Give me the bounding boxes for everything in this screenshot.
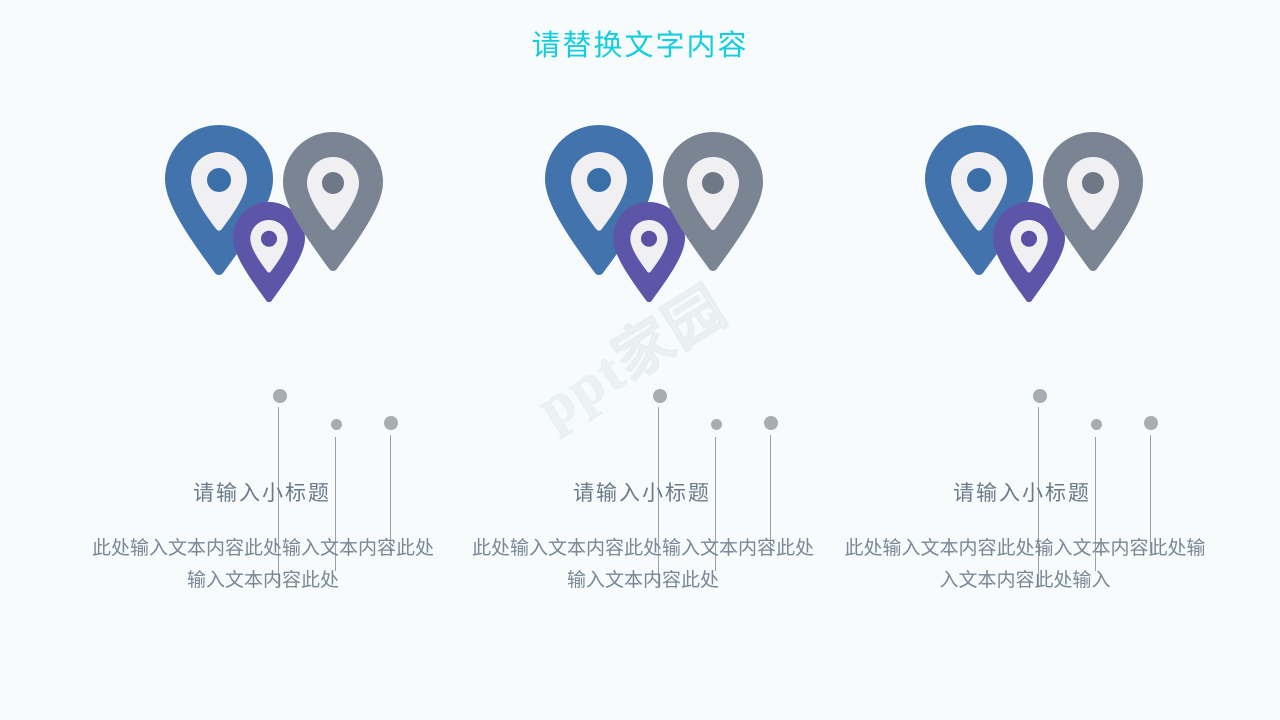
balloon-cluster (830, 125, 1214, 587)
balloon-string-purple (335, 437, 336, 571)
balloon-knot-blue (653, 389, 667, 403)
content-column: 请输入小标题 此处输入文本内容此处输入文本内容此处输入文本内容此处 (70, 0, 454, 720)
column-body: 此处输入文本内容此处输入文本内容此处输入文本内容此处 (471, 537, 814, 591)
balloon-string-gray (1150, 435, 1151, 553)
page-title: 请替换文字内容 (531, 28, 749, 62)
balloon-string-purple (715, 437, 716, 571)
balloon-string-blue (1038, 407, 1039, 587)
balloon-knot-blue (273, 389, 287, 403)
balloon-knot-gray (764, 416, 778, 430)
balloon-string-blue (658, 407, 659, 587)
balloon-knot-gray (384, 416, 398, 430)
content-column: 请输入小标题 此处输入文本内容此处输入文本内容此处输入文本内容此处输入 (830, 0, 1214, 720)
balloon-string-gray (770, 435, 771, 553)
balloon-gray[interactable] (663, 132, 763, 272)
balloon-cluster (70, 125, 454, 587)
column-subtitle: 请输入小标题 (193, 481, 331, 505)
balloon-string-blue (278, 407, 279, 587)
balloon-string-gray (390, 435, 391, 553)
column-subtitle: 请输入小标题 (573, 481, 711, 505)
column-subtitle: 请输入小标题 (953, 481, 1091, 505)
balloon-string-purple (1095, 437, 1096, 571)
balloon-purple[interactable] (613, 202, 685, 303)
balloon-gray[interactable] (283, 132, 383, 272)
column-body: 此处输入文本内容此处输入文本内容此处输入文本内容此处输入 (844, 537, 1206, 591)
balloon-gray[interactable] (1043, 132, 1143, 272)
balloon-knot-purple (1091, 419, 1102, 430)
balloon-knot-gray (1144, 416, 1158, 430)
balloon-knot-blue (1033, 389, 1047, 403)
balloon-knot-purple (711, 419, 722, 430)
balloon-purple[interactable] (233, 202, 305, 303)
column-body: 此处输入文本内容此处输入文本内容此处输入文本内容此处 (91, 537, 434, 591)
balloon-purple[interactable] (993, 202, 1065, 303)
content-column: 请输入小标题 此处输入文本内容此处输入文本内容此处输入文本内容此处 (450, 0, 834, 720)
balloon-knot-purple (331, 419, 342, 430)
balloon-cluster (450, 125, 834, 587)
